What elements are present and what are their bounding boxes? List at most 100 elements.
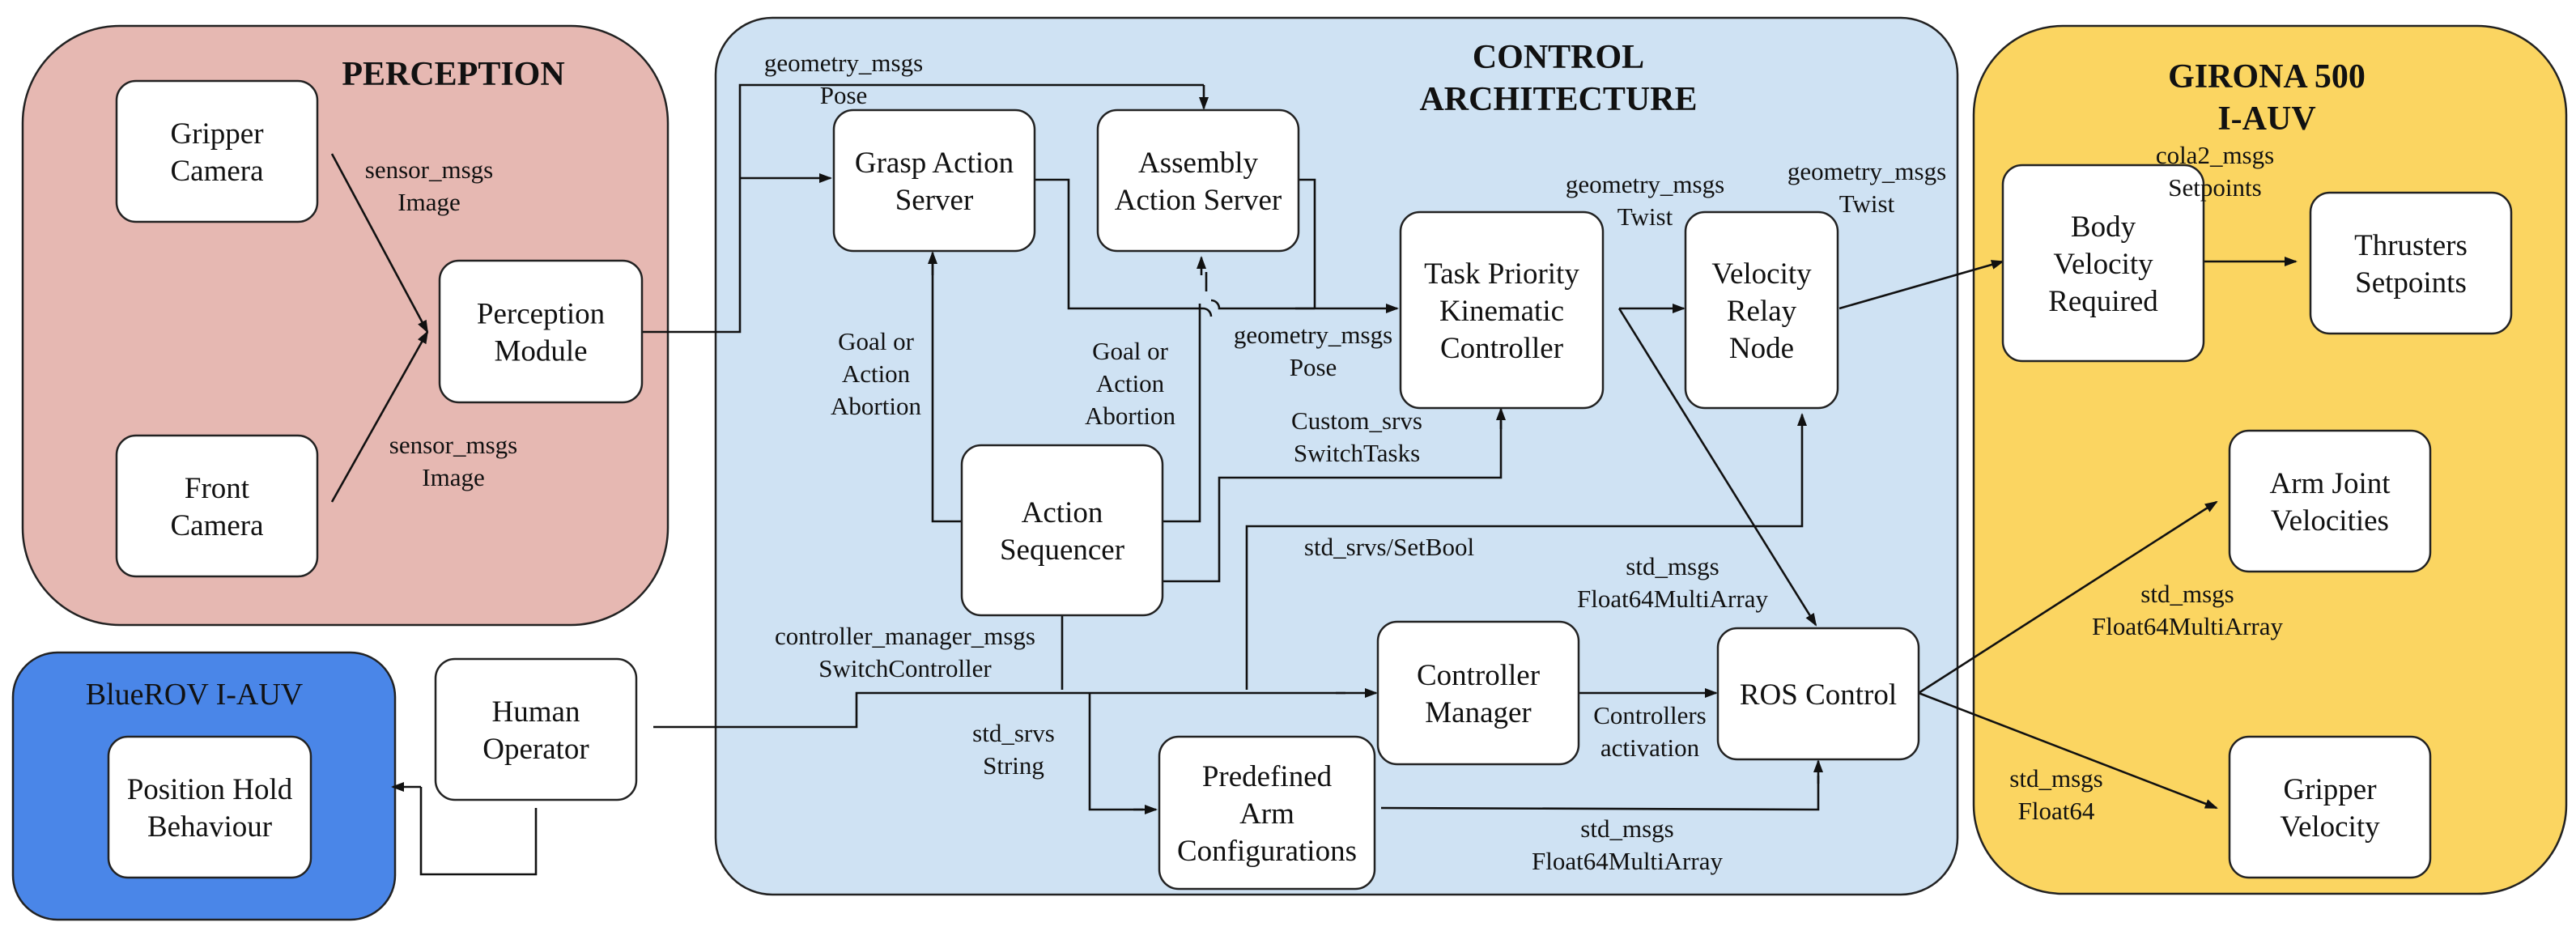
perception-module-label-line-2: Module — [494, 335, 587, 368]
edge-grasp-to-tpc — [1034, 178, 1213, 317]
action-sequencer-box — [960, 444, 1164, 617]
edge-label-front-cam-image-line-1: sensor_msgs — [389, 431, 517, 459]
velocity-relay-node-label-line-1: Velocity — [1711, 257, 1812, 291]
grasp-action-server-label-line-2: Server — [895, 184, 974, 217]
front-camera-box — [115, 434, 319, 578]
edge-label-float64multi-bottom-line-1: std_msgs — [1580, 814, 1673, 843]
edge-relay-to-body-velocity — [1838, 260, 2004, 310]
human-operator-label-line-1: Human — [492, 695, 580, 729]
edge-label-controller-manager-msgs-line-2: SwitchController — [818, 654, 992, 682]
human-operator-box — [434, 657, 638, 801]
girona-title-line1: GIRONA 500 — [2168, 58, 2366, 96]
bluerov-title: BlueROV I-AUV — [86, 678, 304, 712]
edge-label-controllers-activation-line-2: activation — [1600, 733, 1700, 762]
edge-label-setbool-line-1: std_srvs/SetBool — [1304, 533, 1474, 561]
edge-label-gripper-cam-image-line-1: sensor_msgs — [365, 155, 493, 184]
gripper-velocity-label-line-1: Gripper — [2283, 773, 2376, 806]
edge-predefined-to-roscontrol — [1380, 776, 1820, 811]
ros-control-node: ROS Control — [1716, 627, 1920, 761]
body-velocity-required-box — [2001, 164, 2205, 363]
gripper-camera-label-line-1: Gripper — [170, 117, 263, 151]
position-hold-behaviour-label-line-1: Position Hold — [127, 773, 293, 806]
task-priority-controller-label-line-3: Controller — [1440, 332, 1563, 365]
edge-label-twist-relay-line-2: Twist — [1839, 189, 1895, 218]
perception-module-label-line-1: Perception — [477, 298, 605, 331]
thrusters-setpoints-label-line-1: Thrusters — [2354, 229, 2468, 262]
edge-label-cola2-line-1: cola2_msgs — [2156, 141, 2274, 169]
front-camera-label-line-1: Front — [185, 472, 250, 505]
edge-label-geometry-pose-top-line-1: geometry_msgs — [764, 49, 923, 77]
edge-sequencer-to-assembly — [1163, 304, 1201, 523]
edge-label-geometry-pose-mid-line-1: geometry_msgs — [1234, 321, 1392, 349]
control-title-line2: ARCHITECTURE — [1419, 81, 1697, 118]
controller-manager-label-line-1: Controller — [1417, 659, 1540, 692]
edge-label-gripper-float64-line-1: std_msgs — [2009, 764, 2102, 793]
edge-label-grasp-goal-line-2: Action — [842, 359, 911, 388]
edge-human-operator-bus — [653, 691, 1345, 729]
action-sequencer-label-line-1: Action — [1022, 496, 1103, 529]
body-velocity-required-label-line-1: Body — [2071, 210, 2136, 244]
perception-title: PERCEPTION — [342, 56, 564, 93]
gripper-camera-label-line-2: Camera — [170, 155, 263, 188]
girona-title-line2: I-AUV — [2217, 100, 2315, 138]
edge-label-std-srvs-string-line-1: std_srvs — [972, 719, 1055, 747]
controller-manager-box — [1376, 620, 1580, 766]
action-sequencer-label-line-2: Sequencer — [1000, 534, 1124, 567]
edge-assembly-to-tpc — [1299, 178, 1316, 308]
position-hold-behaviour-label-line-2: Behaviour — [147, 810, 272, 844]
edge-label-custom-srvs-line-1: Custom_srvs — [1291, 406, 1422, 435]
edge-label-float64multi-bottom-line-2: Float64MultiArray — [1532, 847, 1723, 875]
body-velocity-required-label-line-2: Velocity — [2053, 248, 2153, 281]
task-priority-controller-label-line-1: Task Priority — [1424, 257, 1579, 291]
edge-label-arm-float64multi-line-1: std_msgs — [2140, 580, 2234, 608]
velocity-relay-node-label-line-2: Relay — [1727, 295, 1797, 328]
position-hold-behaviour-box — [107, 735, 312, 879]
edge-sequencer-to-tpc — [1163, 421, 1503, 583]
edge-label-assembly-goal-line-1: Goal or — [1092, 337, 1169, 365]
assembly-action-server-label-line-2: Action Server — [1115, 184, 1282, 217]
body-velocity-required-label-line-3: Required — [2048, 285, 2158, 318]
task-priority-controller-label-line-2: Kinematic — [1439, 295, 1564, 328]
thrusters-setpoints-label-line-2: Setpoints — [2355, 266, 2467, 300]
arm-joint-velocities-label-line-2: Velocities — [2271, 504, 2389, 538]
predefined-arm-configurations-label-line-3: Configurations — [1177, 835, 1357, 868]
human-operator-label-line-2: Operator — [482, 733, 589, 766]
edge-bus-to-predefined — [1088, 693, 1143, 811]
edge-tpc-to-roscontrol — [1617, 308, 1817, 627]
gripper-camera-box — [115, 79, 319, 223]
edge-label-grasp-goal-line-1: Goal or — [838, 327, 915, 355]
edge-gripper-camera-to-perception — [330, 153, 429, 334]
velocity-relay-node-box — [1684, 210, 1839, 410]
edge-grasp-to-tpc-b — [1210, 299, 1315, 310]
task-priority-controller-box — [1399, 210, 1605, 410]
controller-manager-label-line-2: Manager — [1425, 696, 1532, 729]
assembly-action-server-label-line-1: Assembly — [1138, 147, 1259, 180]
edge-perception-to-grasp-and-assembly — [643, 83, 1204, 334]
edge-label-arm-float64multi-line-2: Float64MultiArray — [2092, 612, 2283, 640]
edge-sequencer-to-grasp — [931, 264, 962, 523]
gripper-velocity-box — [2228, 735, 2432, 879]
ros-control-box — [1716, 627, 1920, 761]
edge-label-front-cam-image-line-2: Image — [422, 463, 484, 491]
perception-module-box — [438, 259, 644, 404]
edge-label-controllers-activation-line-1: Controllers — [1593, 701, 1707, 729]
edge-label-std-srvs-string-line-2: String — [983, 751, 1044, 780]
arm-joint-velocities-label-line-1: Arm Joint — [2269, 467, 2391, 500]
edge-label-custom-srvs-line-2: SwitchTasks — [1294, 439, 1420, 467]
edge-label-controller-manager-msgs-line-1: controller_manager_msgs — [775, 622, 1035, 650]
edge-roscontrol-to-arm-joints — [1918, 500, 2218, 695]
edge-roscontrol-to-gripper-velocity — [1918, 691, 2218, 810]
edge-human-to-position-hold — [419, 787, 538, 876]
